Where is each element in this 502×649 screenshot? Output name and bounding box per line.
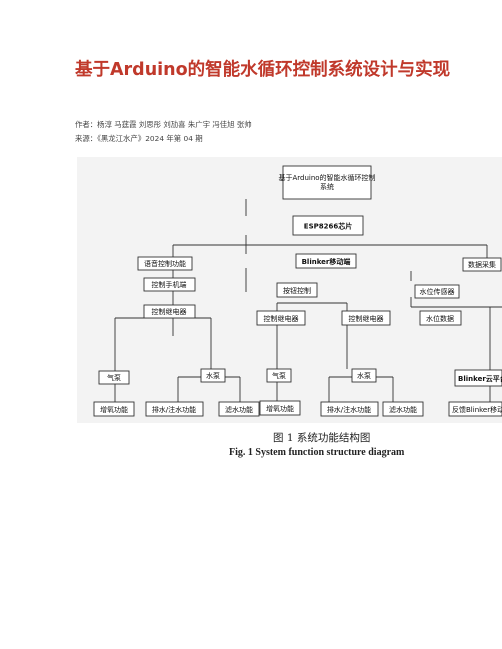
node-blinker-mobile-label: Blinker移动端	[302, 257, 351, 266]
node-relay-1-label: 控制继电器	[152, 307, 187, 316]
node-esp8266-label: ESP8266芯片	[304, 222, 352, 231]
node-control-phone-label: 控制手机端	[152, 280, 187, 289]
node-water-level-data: 水位数据	[419, 310, 462, 326]
node-blinker-cloud-label: Blinker云平台	[458, 374, 502, 383]
node-air-pump-1-label: 气泵	[107, 373, 121, 382]
node-relay-2: 控制继电器	[256, 310, 306, 326]
node-blinker-mobile: Blinker移动端	[295, 253, 357, 269]
diagram-svg: 基于Arduino的智能水循环控制 系统 ESP8266芯片 语音控制功能 Bl…	[93, 165, 502, 417]
node-air-pump-2: 气泵	[266, 368, 292, 383]
node-oxygen-1: 增氧功能	[93, 401, 135, 417]
figure-caption-zh: 图 1 系统功能结构图	[273, 432, 371, 444]
node-filter-1: 滤水功能	[218, 401, 260, 417]
node-root: 基于Arduino的智能水循环控制 系统	[278, 165, 376, 200]
node-control-phone: 控制手机端	[143, 277, 196, 292]
node-button-control: 按钮控制	[276, 282, 318, 298]
node-oxygen-1-label: 增氧功能	[100, 405, 128, 414]
diagram-connectors	[114, 199, 502, 402]
node-air-pump-2-label: 气泵	[272, 371, 286, 380]
node-relay-3-label: 控制继电器	[349, 314, 384, 323]
figure-caption-en: Fig. 1 System function structure diagram	[229, 447, 405, 458]
node-feedback-blinker-label: 反馈Blinker移动端	[452, 405, 502, 414]
node-drain-fill-1: 排水/注水功能	[145, 401, 204, 417]
node-relay-3: 控制继电器	[341, 310, 391, 326]
node-drain-fill-1-label: 排水/注水功能	[152, 405, 196, 414]
node-drain-fill-2-label: 排水/注水功能	[327, 405, 371, 414]
node-root-label: 基于Arduino的智能水循环控制	[278, 173, 375, 182]
node-button-control-label: 按钮控制	[283, 286, 311, 295]
node-esp8266: ESP8266芯片	[292, 215, 364, 236]
node-water-sensor: 水位传感器	[414, 284, 460, 299]
node-oxygen-2: 增氧功能	[259, 400, 301, 416]
node-water-sensor-label: 水位传感器	[420, 287, 455, 296]
node-filter-2: 滤水功能	[382, 401, 424, 417]
node-water-pump-1: 水泵	[200, 368, 226, 383]
node-filter-2-label: 滤水功能	[389, 405, 417, 414]
node-root-label-2: 系统	[320, 182, 334, 191]
node-feedback-blinker: 反馈Blinker移动端	[448, 401, 502, 417]
system-function-diagram: 基于Arduino的智能水循环控制 系统 ESP8266芯片 语音控制功能 Bl…	[77, 157, 502, 423]
node-drain-fill-2: 排水/注水功能	[320, 401, 379, 417]
node-water-pump-1-label: 水泵	[206, 371, 220, 380]
node-data-collection-label: 数据采集	[468, 260, 496, 269]
article-title: 基于Arduino的智能水循环控制系统设计与实现	[75, 60, 451, 80]
node-data-collection: 数据采集	[462, 257, 502, 272]
source-line: 来源：《黑龙江水产》2024 年第 04 期	[75, 134, 203, 143]
node-blinker-cloud: Blinker云平台	[454, 369, 502, 387]
node-relay-2-label: 控制继电器	[264, 314, 299, 323]
node-water-pump-2-label: 水泵	[357, 371, 371, 380]
node-air-pump-1: 气泵	[98, 370, 130, 385]
node-filter-1-label: 滤水功能	[225, 405, 253, 414]
node-voice-control: 语音控制功能	[137, 256, 193, 271]
node-relay-1: 控制继电器	[143, 304, 196, 319]
node-water-level-data-label: 水位数据	[426, 314, 454, 323]
node-voice-control-label: 语音控制功能	[144, 259, 186, 268]
authors-line: 作者：杨淳 马莛霞 刘思彤 刘劢喜 朱广宇 冯佳旭 张帅	[75, 120, 252, 129]
node-water-pump-2: 水泵	[351, 368, 377, 383]
node-oxygen-2-label: 增氧功能	[266, 404, 294, 413]
